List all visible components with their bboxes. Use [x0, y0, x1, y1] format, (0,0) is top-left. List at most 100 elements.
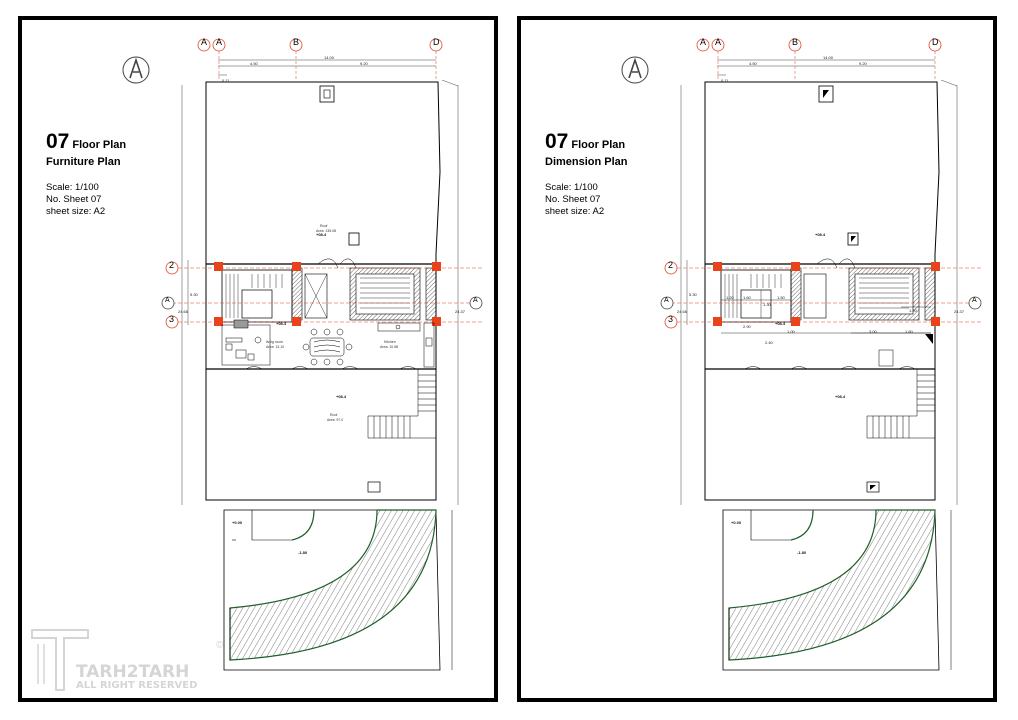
structural-columns	[214, 262, 441, 326]
dim-side-3: 24.37	[455, 309, 466, 314]
dim-bd: 9.20	[360, 61, 368, 66]
grid-bubble-a1	[696, 38, 710, 52]
dim-side-1: 5.30	[190, 292, 198, 297]
grid-label-a1: A	[700, 37, 707, 47]
scale-text: Scale: 1/100	[545, 182, 598, 193]
dim-side-1: 5.30	[689, 292, 697, 297]
watermark-rights: ALL RIGHT RESERVED	[76, 680, 198, 691]
grid-label-b: B	[792, 37, 799, 47]
room-roof-top-name: Roof	[320, 224, 328, 228]
grid-label-a-left: A	[165, 297, 170, 304]
dim-ab: 4.50	[250, 61, 258, 66]
dim-total: 14.00	[324, 55, 335, 60]
floor-plan-drawing	[122, 38, 483, 671]
north-arrow-icon	[621, 56, 649, 84]
grid-label-a2: A	[216, 37, 223, 47]
level-marker: +08.4	[775, 321, 786, 326]
room-living-name: living room	[266, 340, 283, 344]
floor-label: Floor Plan	[571, 139, 626, 151]
grid-bubble-3	[165, 315, 179, 329]
room-living-area: Area: 13.10	[266, 345, 285, 349]
exterior-stair	[367, 369, 437, 439]
floor-plan-drawing	[621, 38, 982, 671]
level-marker: +0.00	[232, 520, 243, 525]
dim-total: 14.00	[823, 55, 834, 60]
kitchen-counter	[377, 322, 435, 368]
dim-interior: 1.60	[905, 329, 913, 334]
grid-bubble-a-left	[660, 296, 674, 310]
grid-bubble-a-right	[968, 296, 982, 310]
floor-label: Floor Plan	[72, 139, 127, 151]
scale-text: Scale: 1/100	[46, 182, 99, 193]
grid-label-a-right: A	[473, 297, 478, 304]
room-roof-mid-name: Roof	[330, 413, 338, 417]
sheet-furniture-plan: A A B D 2 A A 3 14.00 4.50 9.20 0.11 5.3…	[18, 16, 498, 702]
plan-type: Furniture Plan	[46, 156, 121, 168]
level-marker: +08.4	[815, 232, 826, 237]
level-marker: -1.80	[797, 550, 807, 555]
grid-label-a2: A	[715, 37, 722, 47]
level-marker: +08.4	[276, 321, 287, 326]
room-roof-mid-area: Area: 97.0	[327, 418, 344, 422]
grid-bubble-a-right	[469, 296, 483, 310]
sheet-size-text: sheet size: A2	[46, 206, 106, 217]
room-kitchen-name: Kitchen	[384, 340, 396, 344]
grid-bubble-a-left	[161, 296, 175, 310]
grid-label-a1: A	[201, 37, 208, 47]
level-marker: +0.00	[731, 520, 742, 525]
grid-label-2: 2	[169, 260, 175, 270]
dim-interior: 1.00	[787, 329, 795, 334]
dim-interior: 3.00	[869, 329, 877, 334]
room-kitchen-area: Area: 10.58	[380, 345, 399, 349]
sheet-no-text: No. Sheet 07	[46, 194, 102, 205]
grid-bubble-a1	[197, 38, 211, 52]
exterior-stair	[866, 369, 936, 439]
curved-ramp	[229, 509, 437, 661]
grid-bubble-2	[664, 261, 678, 275]
dim-offset: 0.11	[222, 78, 230, 83]
dim-bd: 9.20	[859, 61, 867, 66]
watermark-copyright: ©	[216, 640, 224, 651]
watermark-logo-icon	[31, 629, 89, 691]
dim-side-2: 24.66	[677, 309, 688, 314]
grid-bubble-3	[664, 315, 678, 329]
north-arrow-icon	[122, 56, 150, 84]
dim-interior: 1.30	[763, 302, 771, 307]
dim-interior: 1.20	[909, 308, 917, 313]
dim-side-2: 24.66	[178, 309, 189, 314]
level-marker: -1.80	[298, 550, 308, 555]
plan-type: Dimension Plan	[545, 156, 628, 168]
dim-interior: 1.60	[743, 295, 751, 300]
dim-interior: 2.40	[765, 340, 773, 345]
dim-interior: 1.20	[726, 295, 734, 300]
living-room-furniture	[221, 319, 271, 366]
grid-label-2: 2	[668, 260, 674, 270]
structural-columns	[713, 262, 940, 326]
sheet-number: 07	[46, 130, 70, 153]
level-marker: +08.4	[835, 394, 846, 399]
dim-interior: 2.90	[743, 324, 751, 329]
grid-label-d: D	[433, 37, 440, 47]
grid-label-3: 3	[668, 314, 674, 324]
sheet-size-text: sheet size: A2	[545, 206, 605, 217]
dim-side-3: 24.37	[954, 309, 965, 314]
grid-bubble-2	[165, 261, 179, 275]
level-marker: +08.4	[316, 232, 327, 237]
grid-label-a-left: A	[664, 297, 669, 304]
sheet-dimension-plan: A A B D 2 A A 3 14.00 4.50 9.20 0.11 5.3…	[517, 16, 997, 702]
sheet-number: 07	[545, 130, 569, 153]
grid-label-b: B	[293, 37, 300, 47]
sheet-no-text: No. Sheet 07	[545, 194, 601, 205]
watermark: © TARH2TARH ALL RIGHT RESERVED	[30, 626, 230, 692]
dim-offset: 0.11	[721, 78, 729, 83]
grid-label-3: 3	[169, 314, 175, 324]
dining-table	[302, 328, 353, 366]
watermark-brand: TARH2TARH	[76, 662, 190, 682]
curved-ramp	[728, 509, 936, 661]
dim-ab: 4.50	[749, 61, 757, 66]
room-roof-top-area: Area: 135.08	[316, 229, 337, 233]
grid-label-d: D	[932, 37, 939, 47]
level-marker: +08.4	[336, 394, 347, 399]
